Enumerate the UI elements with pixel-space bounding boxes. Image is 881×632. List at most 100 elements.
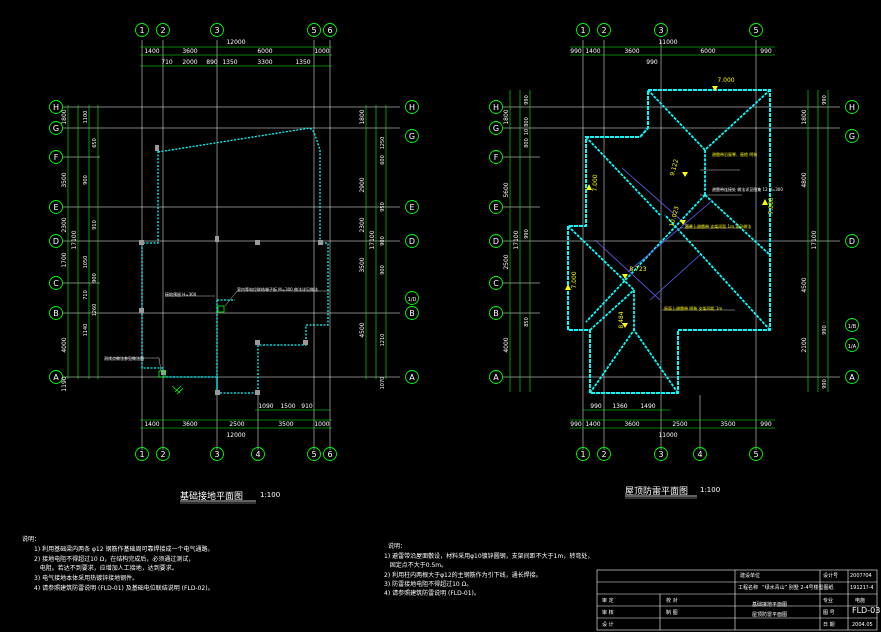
- left-dim-right-0: 1800: [359, 109, 366, 124]
- left-axis-bottom-1: 1: [135, 447, 149, 461]
- left-dim-left-4: 4000: [61, 337, 68, 352]
- left-axis-left-F: F: [49, 150, 63, 164]
- right-dim-top-0: 990: [570, 48, 582, 55]
- notes-left-line-4: 3) 电气接地本体采用热镀锌接地钢件。: [34, 575, 139, 582]
- tb-drawing-name-2: 屋顶防雷平面图: [752, 612, 788, 618]
- svg-text:A: A: [493, 373, 499, 382]
- right-axis-left-B: B: [489, 306, 503, 320]
- right-axis-left-F: F: [489, 150, 503, 164]
- svg-text:F: F: [54, 153, 59, 162]
- left-dim-top-2: 6000: [257, 48, 272, 55]
- left-dim-bottom-1: 3600: [182, 421, 197, 428]
- notes-right-line-3: 2) 利用柱内两根大于φ12的主钢筋作为引下线，通长焊接。: [384, 572, 542, 579]
- right-axis-left-H: H: [489, 100, 503, 114]
- right-axis-right-1/A: 1/A: [845, 338, 859, 352]
- svg-text:C: C: [493, 279, 499, 288]
- left-axis-right-G: G: [405, 129, 419, 143]
- svg-text:A: A: [409, 373, 415, 382]
- left-dim-bottom-0: 1400: [144, 421, 159, 428]
- left-axis-left-G: G: [49, 121, 63, 135]
- left-dim-top2-1: 2000: [182, 59, 197, 66]
- svg-text:G: G: [53, 124, 59, 133]
- notes-left-line-5: 4) 请参照建筑防雷说明 (FLD-01) 及基础电位联结说明 (FLD-02)…: [34, 585, 214, 592]
- right-axis-right-G: G: [845, 129, 859, 143]
- right-dim-bottom-2: 3600: [624, 421, 639, 428]
- svg-text:1/A: 1/A: [848, 344, 857, 350]
- svg-text:B: B: [53, 309, 59, 318]
- left-dim-left-1: 3500: [61, 172, 68, 187]
- grounding-ring-conductor: [141, 127, 329, 394]
- notes-right-line-1: 1) 避雷带沿屋面敷设，材料采用φ10镀锌圆钢，支架间距不大于1m，转弯处，: [384, 553, 594, 560]
- left-dim-top2-4: 3300: [257, 59, 272, 66]
- right-axis-left-A: A: [489, 370, 503, 384]
- elevation-7: 8.484: [618, 311, 625, 328]
- roof-lightning-protection-plan: [502, 40, 840, 450]
- tb-project-name: “绿水青山” 别墅 2-4号楼型图纸: [762, 585, 834, 591]
- left-dim-left-inner-5: 900: [92, 273, 98, 283]
- left-axis-top-6: 6: [323, 23, 337, 37]
- left-axis-bottom-3: 3: [210, 447, 224, 461]
- tb-row-2: 审 核: [602, 610, 614, 616]
- right-grid-lines: [502, 40, 840, 450]
- svg-text:B: B: [493, 309, 499, 318]
- left-dimension-lines: [67, 46, 387, 429]
- left-columns: [139, 145, 323, 395]
- left-axis-right-D: D: [405, 234, 419, 248]
- left-axis-left-H: H: [49, 100, 63, 114]
- right-plan-scale: 1:100: [700, 486, 721, 494]
- notes-left-line-1: 1) 利用基础梁内两条 φ12 钢筋作基础周可靠焊接成一个电气通路。: [34, 546, 214, 553]
- left-dim-right-inner-3: 900: [380, 236, 386, 246]
- left-dim-right-inner-1: 600: [380, 155, 386, 165]
- roof-valley-lines: [594, 167, 714, 301]
- right-dim-top-1: 1400: [585, 48, 600, 55]
- svg-text:5: 5: [753, 26, 758, 35]
- tb-number-a: 19121?-4: [850, 585, 874, 591]
- right-axis-left-E: E: [489, 200, 503, 214]
- roof-outline-air-terminal: [567, 89, 771, 394]
- svg-text:1/D: 1/D: [408, 297, 417, 303]
- right-dim-top-total: 11000: [658, 39, 677, 46]
- left-axis-bottom-6: 6: [323, 447, 337, 461]
- right-dim-left-inner-4: 990: [524, 229, 530, 239]
- left-dim-right-inner-6: 1070: [380, 377, 386, 390]
- right-axis-top-3: 3: [654, 23, 668, 37]
- right-axis-top-1: 1: [576, 23, 590, 37]
- left-axis-right-1/D: 1/D: [405, 291, 419, 305]
- left-plan-label-reserve: 接地预留 H=300: [165, 292, 197, 297]
- right-dim-left-inner-5: 850: [524, 317, 530, 327]
- left-axis-right-H: H: [405, 100, 419, 114]
- left-axis-right-E: E: [405, 200, 419, 214]
- left-axis-bottom-4: 4: [251, 447, 265, 461]
- left-axis-right-A: A: [405, 370, 419, 384]
- left-dim-top2-5: 1350: [295, 59, 310, 66]
- svg-text:2: 2: [601, 26, 606, 35]
- right-axis-left-G: G: [489, 121, 503, 135]
- svg-text:D: D: [849, 237, 855, 246]
- svg-text:A: A: [53, 373, 59, 382]
- foundation-grounding-plan: [62, 40, 400, 450]
- left-axis-left-B: B: [49, 306, 63, 320]
- right-axis-right-A: A: [845, 370, 859, 384]
- notes-right-heading: 说明：: [388, 543, 407, 550]
- tb-code-value: 2007?04: [850, 573, 872, 579]
- right-dim-top2: 990: [646, 59, 658, 66]
- tb-row-3: 设 计: [602, 622, 614, 628]
- right-dim-right-inner-0: 990: [822, 95, 828, 105]
- svg-text:3: 3: [658, 26, 663, 35]
- svg-text:E: E: [53, 203, 58, 212]
- left-plan-title: 基础接地平面图: [180, 492, 244, 502]
- left-dim-left-inner-2: 900: [83, 175, 89, 185]
- svg-text:D: D: [409, 237, 415, 246]
- left-dim-bottom2-1: 1500: [280, 403, 295, 410]
- bonding-terminal-icon: [217, 305, 225, 313]
- left-leader-lines: [108, 290, 330, 372]
- left-dim-left-2: 2300: [61, 217, 68, 232]
- left-grid-lines: [62, 40, 400, 450]
- left-dim-left-inner-1: 650: [92, 138, 98, 148]
- right-dim-top-4: 990: [760, 48, 772, 55]
- right-plan-label-support: 屋脊上避雷带 支架间距 1m 详见做法: [685, 224, 752, 229]
- right-dim-bottom-1: 1400: [585, 421, 600, 428]
- svg-text:4: 4: [255, 450, 260, 459]
- elevation-markers: [565, 86, 768, 328]
- right-axis-right-H: H: [845, 100, 859, 114]
